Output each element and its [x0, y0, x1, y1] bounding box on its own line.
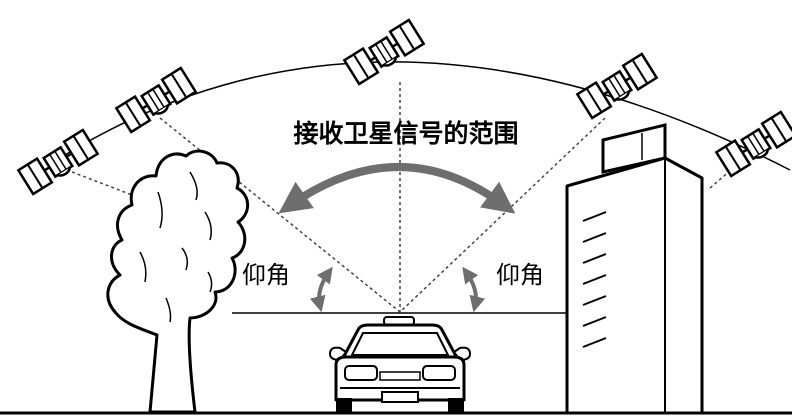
signal-line	[71, 171, 141, 199]
car-icon	[328, 316, 472, 412]
satellite-icon	[17, 128, 99, 196]
diagram-title: 接收卫星信号的范围	[293, 119, 518, 148]
right-angle-label: 仰角	[496, 261, 544, 289]
satellite-icon	[343, 18, 425, 86]
left-angle-label: 仰角	[242, 261, 290, 289]
right-elevation-arrow	[462, 266, 486, 313]
left-elevation-arrow	[309, 266, 333, 313]
tree-icon	[106, 149, 250, 414]
double-arrow-icon	[278, 163, 516, 214]
signal-line	[399, 117, 606, 313]
satellite-icon	[576, 52, 658, 120]
building-icon	[565, 123, 704, 415]
satellite-icon	[115, 66, 197, 134]
satellite-icon	[715, 110, 792, 178]
